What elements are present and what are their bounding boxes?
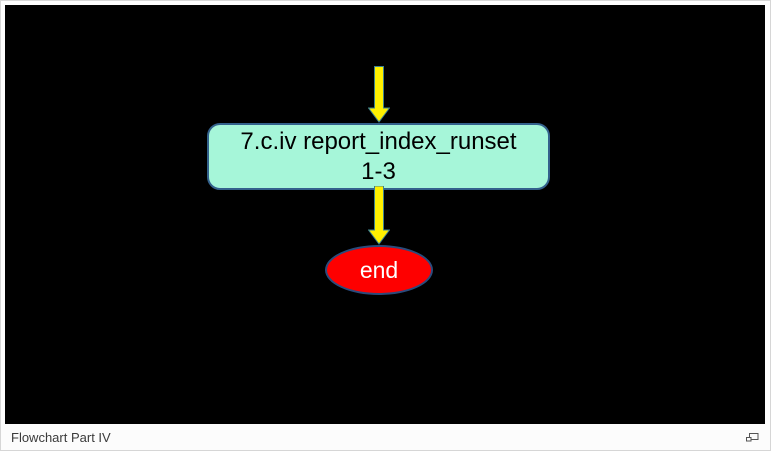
- process-node-label-line2: 1-3: [361, 157, 396, 185]
- process-node: 7.c.iv report_index_runset 1-3: [207, 123, 550, 190]
- slide-canvas: 7.c.iv report_index_runset 1-3 end: [5, 5, 765, 424]
- caption-bar: Flowchart Part IV: [1, 424, 770, 450]
- end-node-label: end: [359, 256, 399, 283]
- process-node-label-line1: 7.c.iv report_index_runset: [240, 127, 517, 155]
- pop-out-icon: [745, 432, 759, 443]
- end-node: end: [325, 245, 433, 295]
- slide-caption: Flowchart Part IV: [11, 429, 111, 445]
- down-arrow-connector-1: [368, 66, 390, 123]
- down-arrow-connector-2: [368, 186, 390, 245]
- pop-out-button[interactable]: [744, 429, 760, 445]
